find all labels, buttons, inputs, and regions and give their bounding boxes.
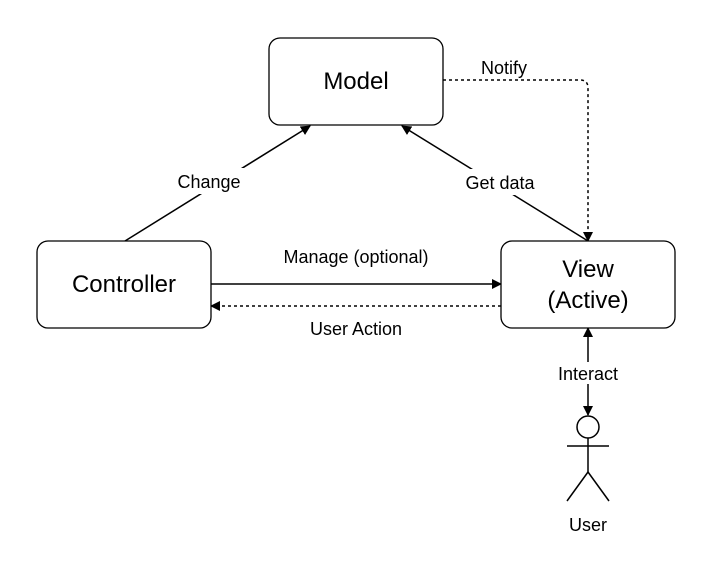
- model-label: Model: [323, 68, 388, 95]
- get-data-label-bg: [456, 169, 544, 195]
- view-label-line1: View: [562, 256, 614, 283]
- edge-notify: Notify: [443, 58, 593, 242]
- get-data-label: Get data: [465, 173, 535, 193]
- controller-label: Controller: [72, 271, 176, 298]
- node-model[interactable]: Model: [268, 37, 444, 126]
- interact-label: Interact: [558, 364, 618, 384]
- change-label: Change: [177, 172, 240, 192]
- notify-label: Notify: [481, 58, 527, 78]
- node-controller[interactable]: Controller: [36, 240, 212, 329]
- actor-head-icon: [576, 415, 600, 439]
- change-label-bg: [170, 168, 248, 194]
- edge-manage: Manage (optional): [211, 247, 502, 289]
- user-label: User: [569, 515, 607, 535]
- manage-label: Manage (optional): [283, 247, 428, 267]
- node-view[interactable]: View (Active): [500, 240, 676, 329]
- edge-interact: Interact: [558, 327, 618, 416]
- user-action-label: User Action: [310, 319, 402, 339]
- notify-arrow: [443, 79, 593, 242]
- controller-box[interactable]: [36, 240, 212, 329]
- user-actor[interactable]: User: [566, 415, 610, 535]
- actor-right-leg: [587, 471, 610, 502]
- model-box[interactable]: [268, 37, 444, 126]
- edge-change: Change: [124, 125, 311, 242]
- view-label-line2: (Active): [547, 287, 628, 314]
- edge-get-data: Get data: [401, 125, 589, 242]
- edge-user-action: User Action: [210, 301, 501, 339]
- view-box[interactable]: [500, 240, 676, 329]
- actor-left-leg: [566, 471, 589, 502]
